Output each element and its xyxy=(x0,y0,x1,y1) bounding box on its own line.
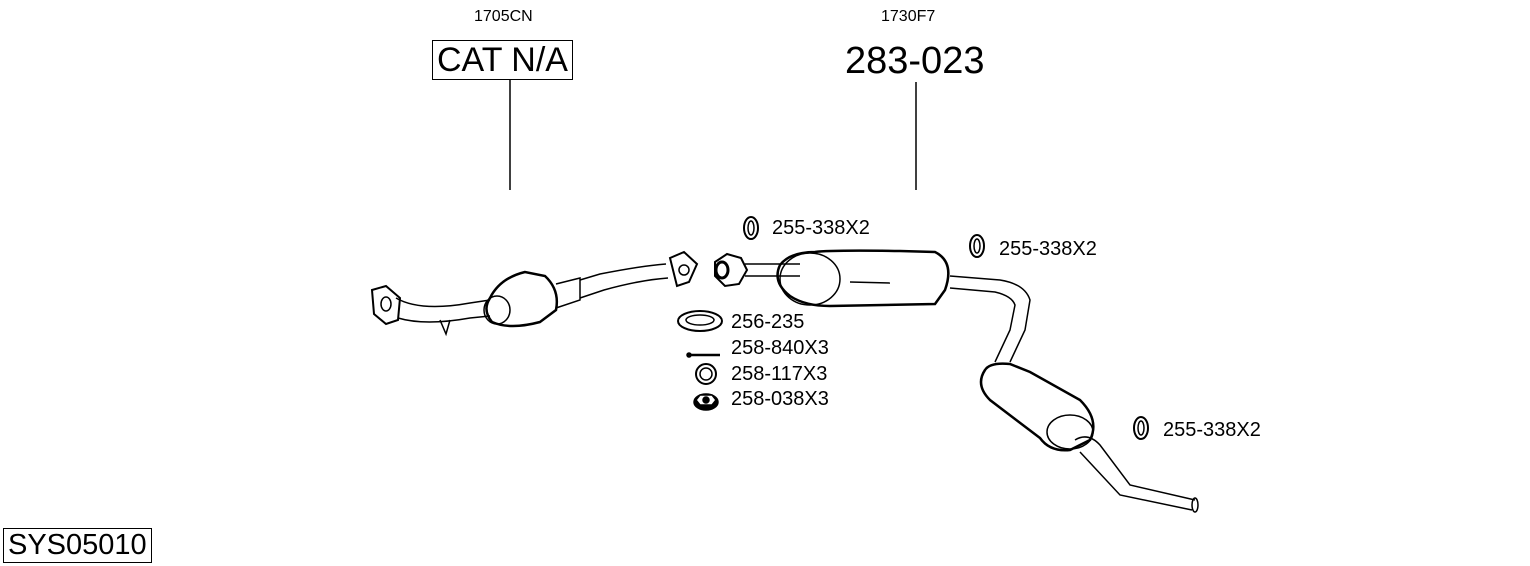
fitting-label: 258-840X3 xyxy=(731,337,829,359)
nut-icon xyxy=(693,393,719,411)
hanger-ring-icon xyxy=(969,234,985,258)
assembly-ref-1730f7: 1730F7 xyxy=(881,8,936,25)
washer-icon xyxy=(695,363,717,385)
center-pipe-and-silencers xyxy=(714,249,1199,513)
fitting-label: 255-338X2 xyxy=(999,238,1097,260)
fitting-label: 256-235 xyxy=(731,311,805,333)
assembly-ref-1705cn: 1705CN xyxy=(474,8,533,25)
bolt-icon xyxy=(686,352,720,358)
fitting-label: 258-117X3 xyxy=(731,363,828,385)
diagram-id: SYS05010 xyxy=(3,528,152,563)
part-label-cat: CAT N/A xyxy=(432,40,573,80)
fitting-label: 258-038X3 xyxy=(731,388,829,410)
fitting-label: 255-338X2 xyxy=(1163,419,1261,441)
front-pipe-catalytic-converter xyxy=(370,250,699,337)
part-label-283-023: 283-023 xyxy=(845,40,985,82)
hanger-ring-icon xyxy=(743,216,759,240)
gasket-icon xyxy=(677,310,723,332)
hanger-ring-icon xyxy=(1133,416,1149,440)
fitting-label: 255-338X2 xyxy=(772,217,870,239)
